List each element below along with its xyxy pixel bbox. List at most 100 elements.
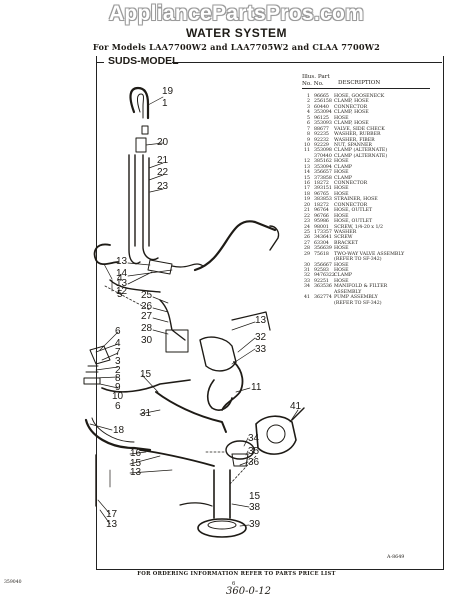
outlet-hose-21 xyxy=(128,154,141,265)
callout-23: 23 xyxy=(157,181,169,192)
two-way-valve-29 xyxy=(199,336,237,372)
callout-32: 32 xyxy=(255,332,267,343)
part-description: SCREW xyxy=(334,235,353,241)
part-description: BRACKET xyxy=(334,240,358,246)
part-description: CLAMP xyxy=(334,273,353,279)
part-number: 96125 xyxy=(314,115,329,121)
hose-6 xyxy=(101,379,191,393)
part-number: 356657 xyxy=(314,170,332,176)
parts-table-row: (REFER TO SF-342) xyxy=(302,301,440,306)
part-description: HOSE xyxy=(334,191,349,197)
callout-22: 22 xyxy=(157,167,169,178)
part-number: 96764 xyxy=(314,208,329,214)
page-subtitle: For Models LAA7700W2 and LAA7705W2 and C… xyxy=(92,42,381,52)
right-fill-hose xyxy=(193,220,277,272)
callout-3: 3 xyxy=(115,356,121,367)
illus-number: 14 xyxy=(304,170,310,176)
part-number: 95986 xyxy=(314,219,329,225)
callout-9: 9 xyxy=(115,382,121,393)
illus-number: 16 xyxy=(304,181,310,186)
callout-4-left: 4 xyxy=(115,338,121,349)
callout-30: 30 xyxy=(141,335,153,346)
part-number: 353098 xyxy=(314,148,332,154)
part-number: 96766 xyxy=(314,213,329,219)
illus-number: 29 xyxy=(304,251,310,257)
pump-outlet xyxy=(291,407,305,421)
hose-31 xyxy=(155,391,227,433)
hose-33 xyxy=(221,361,244,411)
callout-33: 33 xyxy=(255,344,267,355)
part-number: 98001 xyxy=(314,224,329,230)
callout-25: 25 xyxy=(141,290,153,301)
part-description: HOSE xyxy=(334,159,349,165)
page-title: WATER SYSTEM xyxy=(185,26,288,40)
part-description: HOSE xyxy=(334,262,349,268)
callout-13-top: 13 xyxy=(116,256,128,267)
part-description: WASHER, FIBER xyxy=(334,137,375,143)
callout-6-left: 6 xyxy=(115,326,121,337)
pump-assembly-41 xyxy=(255,415,297,455)
part-number: 96665 xyxy=(314,94,329,99)
callout-18: 18 xyxy=(113,425,125,436)
part-number: 363536 xyxy=(314,284,332,290)
illus-number: 27 xyxy=(304,240,310,246)
part-description: HOSE xyxy=(334,213,349,219)
callout-34: 34 xyxy=(248,433,260,444)
callout-13-second: 13 xyxy=(116,278,128,289)
illus-number: 24 xyxy=(304,224,310,230)
part-description: HOSE xyxy=(334,278,349,284)
callout-15-lower: 15 xyxy=(130,458,142,469)
part-number: 383853 xyxy=(314,197,332,203)
part-number: 373858 xyxy=(314,175,332,181)
callout-4-top: 4 xyxy=(117,273,123,284)
part-description: VALVE, SIDE CHECK xyxy=(334,126,385,132)
hose-5 xyxy=(109,279,161,293)
dashed-leader-2 xyxy=(229,455,257,485)
dashed-leader-3 xyxy=(104,285,151,311)
frame-top-right xyxy=(172,62,442,63)
part-number: 92235 xyxy=(314,132,329,138)
part-description: NUT, SPANNER xyxy=(334,142,372,148)
frame-top-left xyxy=(96,62,104,63)
part-number: 92229 xyxy=(314,142,329,148)
illus-number: 13 xyxy=(304,164,310,170)
illus-number: 12 xyxy=(304,159,310,165)
document-code: 359040 xyxy=(4,580,22,585)
part-description: CLAMP, HOSE xyxy=(334,110,369,116)
gooseneck-hose xyxy=(129,86,150,120)
hose-22 xyxy=(142,154,159,261)
connector-12 xyxy=(147,259,173,275)
callout-11: 11 xyxy=(251,382,262,393)
illus-number: 28 xyxy=(304,246,310,252)
callout-17: 17 xyxy=(106,509,118,520)
part-number: 92232 xyxy=(314,137,329,143)
part-description: HOSE xyxy=(334,186,349,192)
illus-number: 1 xyxy=(307,94,310,99)
hose-11 xyxy=(206,379,233,411)
callout-13-right: 13 xyxy=(255,315,267,326)
hose-14 xyxy=(171,263,204,268)
illus-number: 31 xyxy=(304,268,310,273)
part-description: (REFER TO SF-342) xyxy=(334,300,382,306)
callout-8: 8 xyxy=(115,373,121,384)
part-number: 18272 xyxy=(314,181,329,186)
part-number: 173357 xyxy=(314,229,332,235)
part-description: WASHER xyxy=(334,229,357,235)
callout-5: 5 xyxy=(117,289,123,300)
